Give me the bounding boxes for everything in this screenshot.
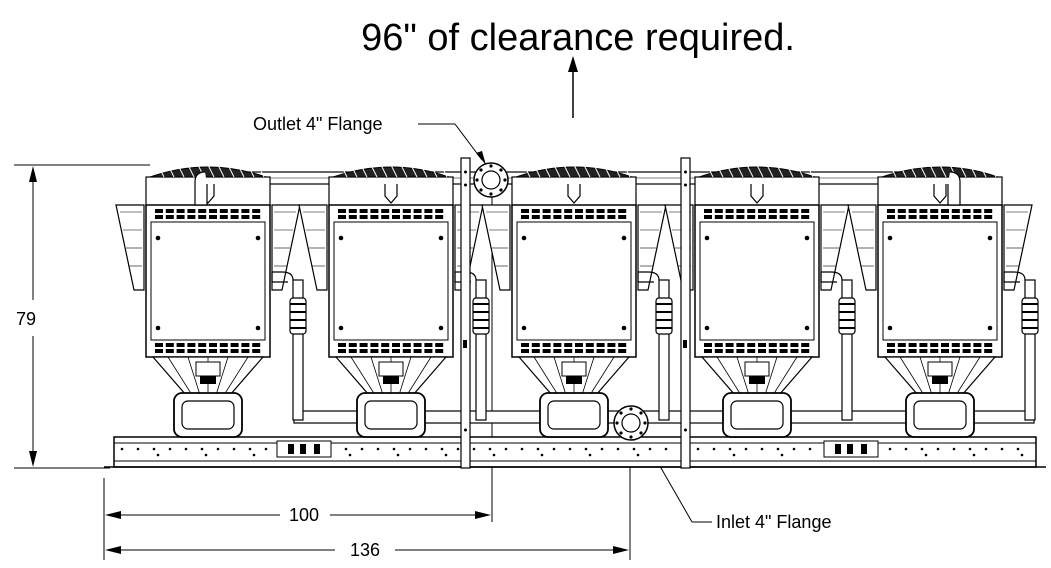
louver-row (338, 209, 444, 353)
inlet-flange-callout: Inlet 4" Flange (716, 512, 831, 532)
support-post (460, 157, 471, 469)
outlet-offset-label: 100 (289, 505, 319, 525)
pump-housing (722, 392, 792, 438)
inlet-flange (613, 405, 649, 441)
riser-pipe (820, 271, 856, 421)
clearance-arrow (568, 56, 578, 118)
check-valve (838, 297, 856, 335)
cooler-module (847, 164, 1039, 438)
pump-housing (539, 392, 609, 438)
inlet-offset-label: 136 (350, 540, 380, 560)
outlet-flange (473, 162, 509, 198)
cooler-module (115, 164, 307, 438)
riser-pipe (637, 271, 673, 421)
louver-row (887, 209, 993, 353)
check-valve (655, 297, 673, 335)
check-valve (289, 297, 307, 335)
inlet-offset-dimension (105, 430, 631, 560)
pump-housing (905, 392, 975, 438)
clearance-note: 96" of clearance required. (361, 17, 795, 59)
riser-pipe (1003, 271, 1039, 421)
lifting-bracket (276, 440, 332, 458)
height-dimension (14, 164, 150, 469)
pump-housing (173, 392, 243, 438)
check-valve (1021, 297, 1039, 335)
lifting-bracket (823, 440, 879, 458)
louver-row (521, 209, 627, 353)
louver-row (155, 209, 261, 353)
cooler-module (664, 164, 856, 438)
cooler-module (481, 164, 673, 438)
outlet-flange-callout: Outlet 4" Flange (253, 114, 382, 134)
riser-pipe (271, 271, 307, 421)
outlet-callout-leader (418, 123, 486, 165)
height-dimension-label: 79 (16, 309, 36, 329)
cooler-module (298, 164, 490, 438)
pump-housing (356, 392, 426, 438)
check-valve (472, 297, 490, 335)
support-post (680, 157, 691, 469)
base-skid (104, 436, 1046, 468)
riser-pipe (454, 271, 490, 421)
louver-row (704, 209, 810, 353)
